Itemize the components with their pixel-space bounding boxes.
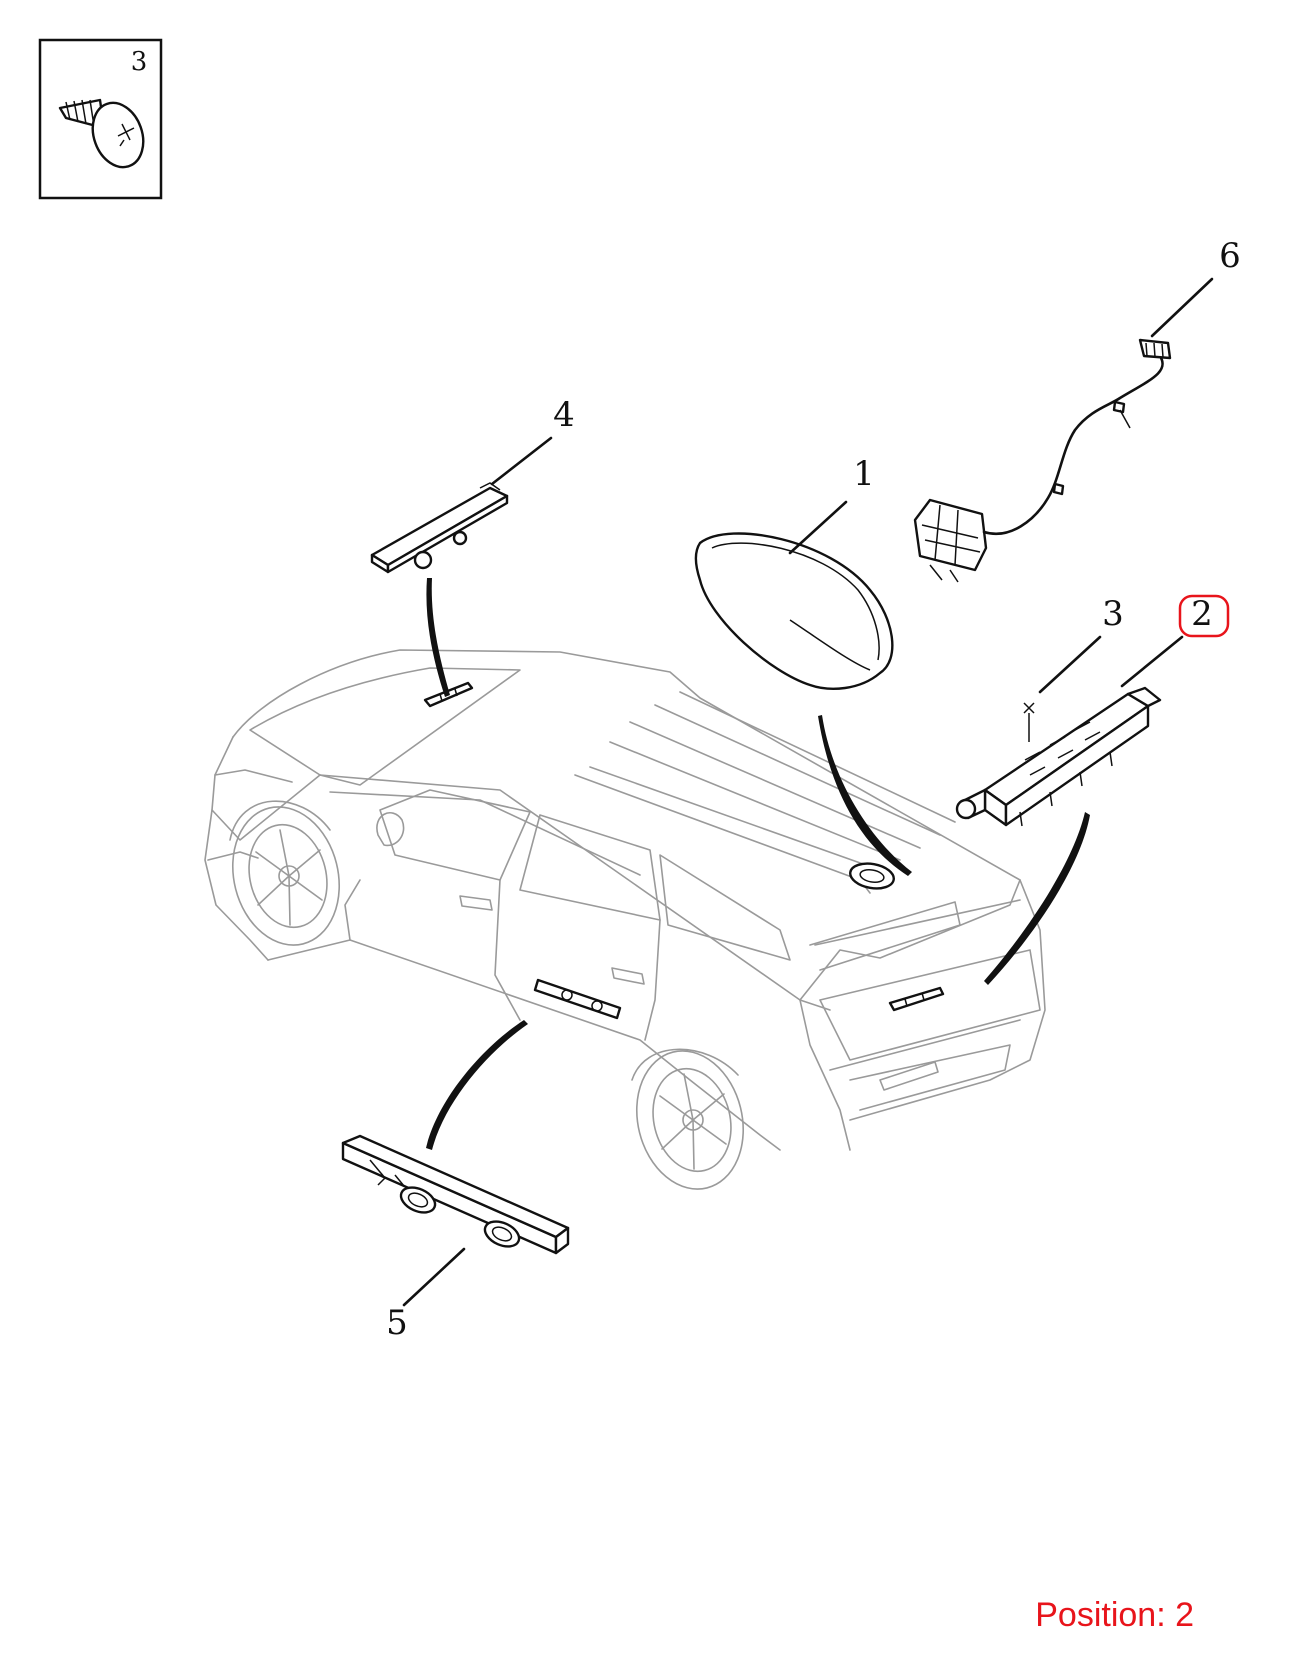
tailgate-antenna-mount[interactable]	[888, 986, 945, 1012]
callout-3[interactable]: 3	[1102, 594, 1124, 634]
inset-callout-number: 3	[131, 47, 148, 77]
vehicle-outline	[204, 649, 1046, 1190]
connector-wedge-tailgate	[984, 812, 1090, 985]
connector-wedge-windshield	[426, 578, 450, 697]
leader-line-2	[1120, 635, 1184, 688]
connector-wedge-door	[426, 1020, 528, 1150]
roof-antenna-base[interactable]	[848, 860, 895, 891]
shark-fin-antenna[interactable]	[694, 532, 894, 690]
door-antenna-mount[interactable]	[533, 978, 622, 1020]
callout-1[interactable]: 1	[853, 454, 875, 494]
leader-line-1	[788, 500, 848, 555]
leader-line-5	[402, 1247, 466, 1307]
callout-6[interactable]: 6	[1219, 236, 1241, 276]
antenna-amplifier-module[interactable]	[955, 686, 1162, 827]
callout-4[interactable]: 4	[553, 395, 575, 435]
screw-inset[interactable]: 3	[38, 38, 163, 200]
leader-line-6	[1150, 277, 1214, 338]
leader-line-3	[1038, 635, 1102, 694]
windshield-antenna-amplifier[interactable]	[370, 482, 509, 574]
leader-line-4	[490, 436, 553, 486]
module-screw[interactable]	[1023, 702, 1035, 742]
selected-callout-highlight	[1178, 594, 1230, 638]
callout-5[interactable]: 5	[386, 1303, 408, 1343]
screw-icon	[58, 98, 145, 169]
door-antenna-strip[interactable]	[341, 1134, 570, 1255]
position-label: Position: 2	[1035, 1596, 1194, 1634]
antenna-cable-harness[interactable]	[913, 338, 1172, 583]
callout-2[interactable]: 2	[1191, 594, 1213, 634]
